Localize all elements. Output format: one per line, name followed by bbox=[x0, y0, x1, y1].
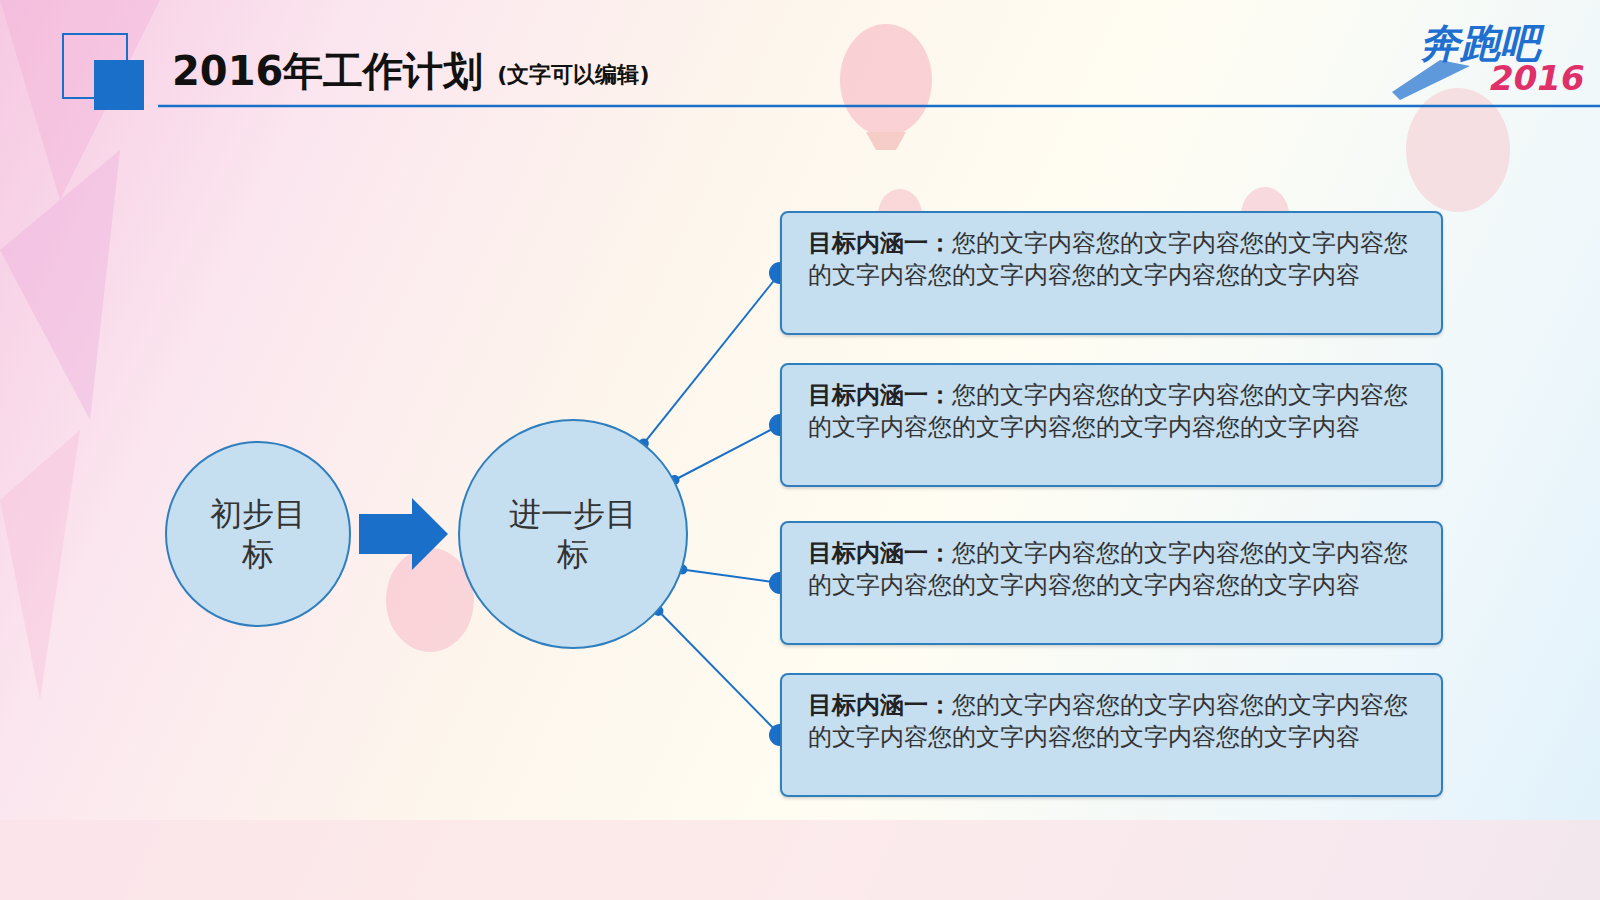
goal-circle: 进一步目标 bbox=[458, 419, 688, 649]
title-note: (文字可以编辑) bbox=[497, 60, 649, 90]
goal-paragraph: 目标内涵一：您的文字内容您的文字内容您的文字内容您的文字内容您的文字内容您的文字… bbox=[808, 689, 1419, 754]
goal-box: 目标内涵一：您的文字内容您的文字内容您的文字内容您的文字内容您的文字内容您的文字… bbox=[780, 673, 1443, 797]
goal-paragraph: 目标内涵一：您的文字内容您的文字内容您的文字内容您的文字内容您的文字内容您的文字… bbox=[808, 537, 1419, 602]
connector bbox=[670, 414, 791, 485]
goal-heading: 目标内涵一： bbox=[808, 691, 952, 719]
goal-circle: 初步目标 bbox=[165, 441, 351, 627]
goal-heading: 目标内涵一： bbox=[808, 539, 952, 567]
connector bbox=[677, 565, 791, 594]
goal-heading: 目标内涵一： bbox=[808, 381, 952, 409]
connector bbox=[359, 498, 448, 570]
goal-paragraph: 目标内涵一：您的文字内容您的文字内容您的文字内容您的文字内容您的文字内容您的文字… bbox=[808, 227, 1419, 292]
logo-year: 2016 bbox=[1490, 58, 1585, 98]
goal-label: 进一步目标 bbox=[494, 494, 652, 574]
slide-title: 2016年工作计划 bbox=[172, 44, 483, 99]
goal-heading: 目标内涵一： bbox=[808, 229, 952, 257]
goal-label: 初步目标 bbox=[194, 494, 321, 574]
goal-box: 目标内涵一：您的文字内容您的文字内容您的文字内容您的文字内容您的文字内容您的文字… bbox=[780, 521, 1443, 645]
connector bbox=[639, 262, 791, 448]
goal-paragraph: 目标内涵一：您的文字内容您的文字内容您的文字内容您的文字内容您的文字内容您的文字… bbox=[808, 379, 1419, 444]
goal-box: 目标内涵一：您的文字内容您的文字内容您的文字内容您的文字内容您的文字内容您的文字… bbox=[780, 211, 1443, 335]
connector bbox=[653, 606, 791, 746]
goal-box: 目标内涵一：您的文字内容您的文字内容您的文字内容您的文字内容您的文字内容您的文字… bbox=[780, 363, 1443, 487]
